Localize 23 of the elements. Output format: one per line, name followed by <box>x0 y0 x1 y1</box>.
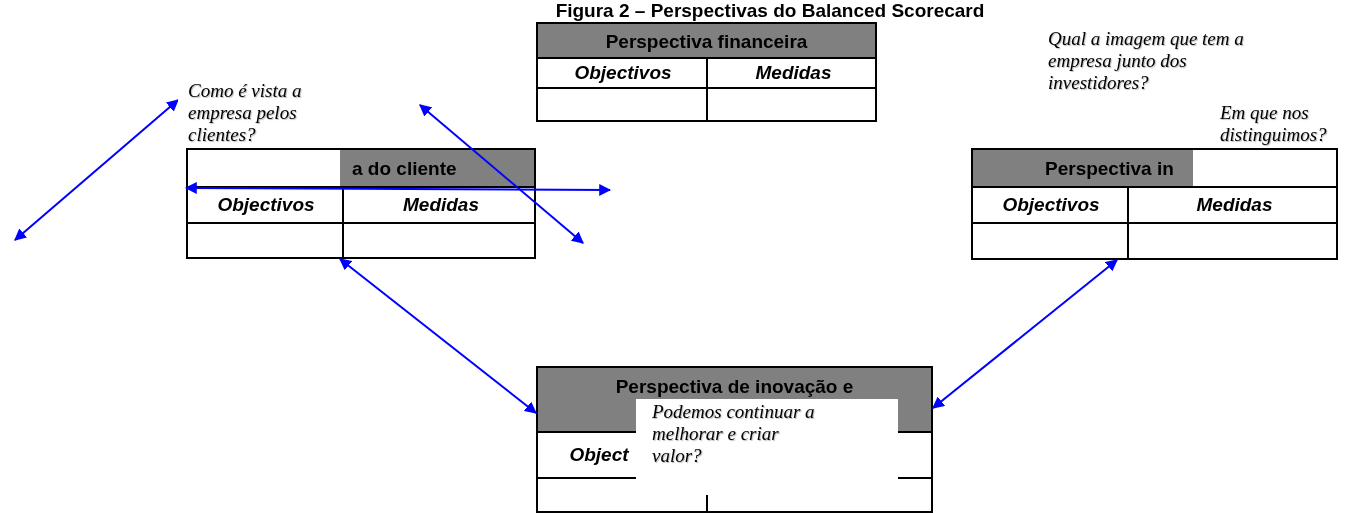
table-header: a do cliente <box>352 158 457 180</box>
column-header: Objectivos <box>573 62 673 84</box>
double-arrow <box>14 99 179 241</box>
column-header: Medidas <box>1195 194 1274 216</box>
question-text: Qual a imagem que tem a empresa junto dos investidores? <box>1048 28 1245 94</box>
table-box <box>971 148 1338 260</box>
figure-title: Figura 2 – Perspectivas do Balanced Scorecard <box>554 0 986 22</box>
table-header: Perspectiva in <box>1045 158 1174 180</box>
question-text: Podemos continuar a melhorar e criar valor? <box>652 401 816 467</box>
question-text: Em que nos distinguimos? <box>1220 102 1328 146</box>
table-box <box>186 148 536 259</box>
question-text: Como é vista a empresa pelos clientes? <box>188 80 303 146</box>
column-header: Medidas <box>402 194 480 216</box>
table-header: Perspectiva financeira <box>604 30 809 53</box>
column-header: Objectivos <box>1001 194 1101 216</box>
column-header: Objectivos <box>216 194 316 216</box>
column-header: Medidas <box>754 62 833 84</box>
double-arrow <box>932 259 1118 409</box>
double-arrow <box>339 258 537 414</box>
column-header: Object <box>568 444 630 466</box>
table-header: Perspectiva de inovação e <box>614 376 855 398</box>
table-box <box>536 366 933 513</box>
table-box <box>536 22 877 122</box>
